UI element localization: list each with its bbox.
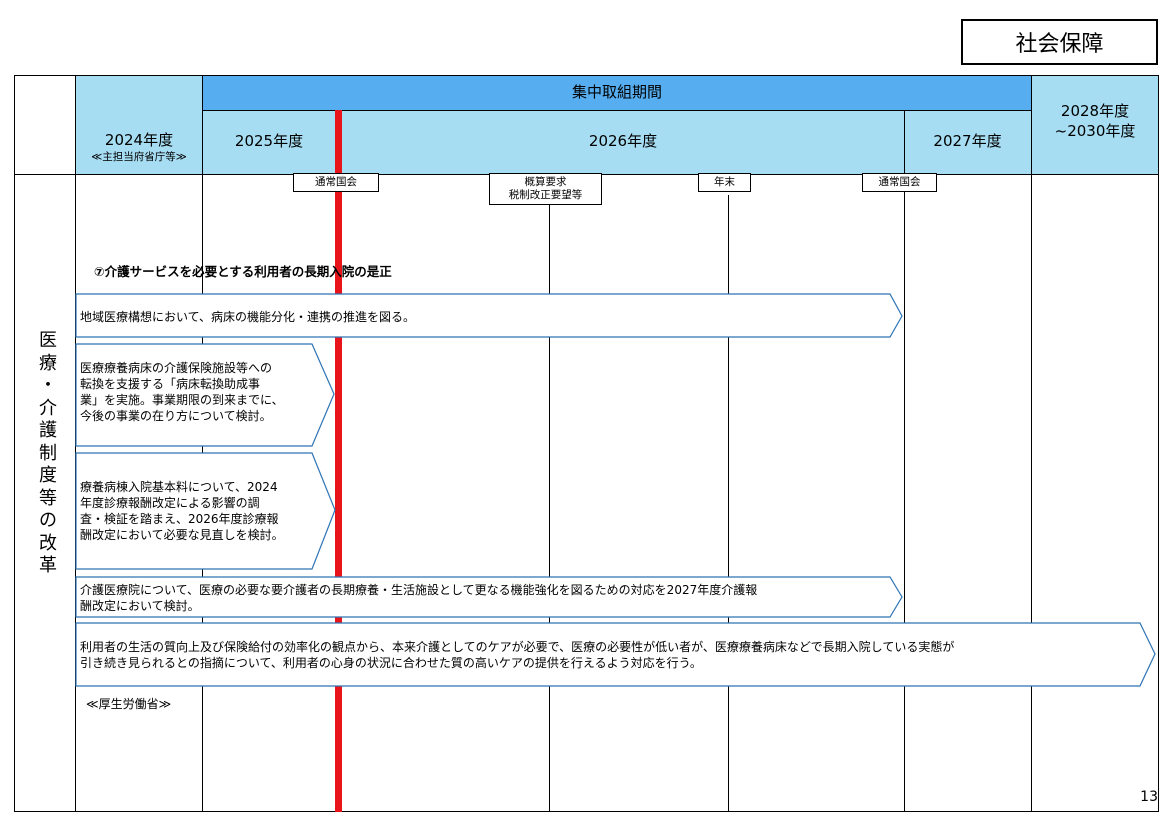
grid-line (904, 110, 906, 812)
arrow-text-line: 引き続き見られるとの指摘について、利用者の心身の状況に合わせた質の高いケアの提供… (80, 656, 702, 670)
row-label-char: 介 (39, 397, 57, 419)
row-label-char: 改 (39, 532, 57, 554)
arrow-text-3: 療養病棟入院基本料について、2024 年度診療報酬改定による影響の調 査・検証を… (80, 479, 330, 543)
arrow-shape-5 (75, 622, 1156, 687)
year-2025-label: 2025年度 (234, 132, 304, 150)
row-label-char: 医 (39, 330, 57, 351)
responsible-ministry: ≪厚生労働省≫ (86, 697, 172, 711)
arrow-text-line: 利用者の生活の質向上及び保険給付の効率化の観点から、本来介護としてのケアが必要で… (80, 640, 955, 654)
milestone-budget-line2: 税制改正要望等 (508, 189, 583, 201)
milestone-ordinary-diet-2: 通常国会 (862, 173, 937, 192)
arrow-text-line: 酬改定において必要な見直しを検討。 (80, 528, 284, 542)
arrow-text-2: 医療療養病床の介護保険施設等への 転換を支援する「病床転換助成事 業」を実施。事… (80, 360, 330, 424)
section-title: ⑦介護サービスを必要とする利用者の長期入院の是正 (94, 264, 392, 279)
row-label-char: 護 (39, 420, 57, 441)
table-frame (14, 75, 1159, 812)
row-label-char: の (39, 510, 57, 531)
arrow-text-line: 療養病棟入院基本料について、2024 (80, 480, 278, 494)
grid-line (549, 195, 551, 812)
year-2026-label: 2026年度 (588, 132, 658, 150)
arrow-text-line: 今後の事業の在り方について検討。 (80, 409, 272, 423)
arrow-text-line: 介護医療院について、医療の必要な要介護者の長期療養・生活施設として更なる機能強化… (80, 583, 758, 597)
arrow-text-1: 地域医療構想において、病床の機能分化・連携の推進を図る。 (80, 310, 416, 324)
row-label-char: 制 (39, 442, 57, 464)
row-label-medical-care-reform: 医 療 ・ 介 護 制 度 等 の 改 革 (30, 330, 66, 578)
year-2027-label: 2027年度 (933, 132, 1002, 150)
header-cell-2028 (1031, 75, 1159, 174)
grid-line (1031, 75, 1033, 812)
arrow-shape-3 (75, 452, 336, 570)
arrow-text-line: 年度診療報酬改定による影響の調 (80, 496, 260, 510)
arrow-text-line: 業」を実施。事業期限の到来までに、 (80, 393, 284, 407)
row-label-char: 等 (39, 487, 57, 509)
milestone-budget-request: 概算要求 税制改正要望等 (489, 173, 602, 205)
arrow-text-line: 医療療養病床の介護保険施設等への (80, 361, 273, 375)
milestone-year-end: 年末 (698, 173, 751, 192)
row-label-char: ・ (39, 375, 57, 396)
year-2024-sublabel: ≪主担当府省庁等≫ (91, 151, 187, 163)
arrow-text-line: 査・検証を踏まえ、2026年度診療報 (80, 512, 279, 526)
arrow-text-line: 転換を支援する「病床転換助成事 (80, 377, 261, 391)
grid-line (203, 110, 1031, 112)
page-number: 13 (1140, 789, 1158, 805)
arrow-text-line: 酬改定において検討。 (80, 599, 200, 613)
year-2028-line1: 2028年度 (1060, 102, 1130, 120)
year-2028-line2: ~2030年度 (1054, 122, 1136, 140)
arrow-text-5: 利用者の生活の質向上及び保険給付の効率化の観点から、本来介護としてのケアが必要で… (80, 639, 1142, 671)
milestone-ordinary-diet-1: 通常国会 (293, 173, 379, 192)
arrow-text-4: 介護医療院について、医療の必要な要介護者の長期療養・生活施設として更なる機能強化… (80, 582, 895, 614)
arrow-shape-1 (75, 293, 903, 338)
arrow-shape-4 (75, 576, 903, 618)
year-2028-label: 2028年度 ~2030年度 (1031, 101, 1159, 141)
grid-line (728, 195, 730, 812)
milestone-budget-line1: 概算要求 (524, 176, 567, 188)
row-label-char: 革 (39, 555, 57, 576)
header-intensive-period (203, 75, 1031, 110)
year-2024-label: 2024年度 (104, 131, 174, 149)
header-cell-2024 (75, 75, 203, 174)
current-position-line (335, 110, 342, 812)
category-tag: 社会保障 (961, 19, 1158, 65)
intensive-period-label: 集中取組期間 (571, 83, 662, 101)
arrow-shape-2 (75, 343, 335, 447)
row-label-char: 療 (39, 352, 57, 374)
row-label-char: 度 (39, 465, 57, 486)
